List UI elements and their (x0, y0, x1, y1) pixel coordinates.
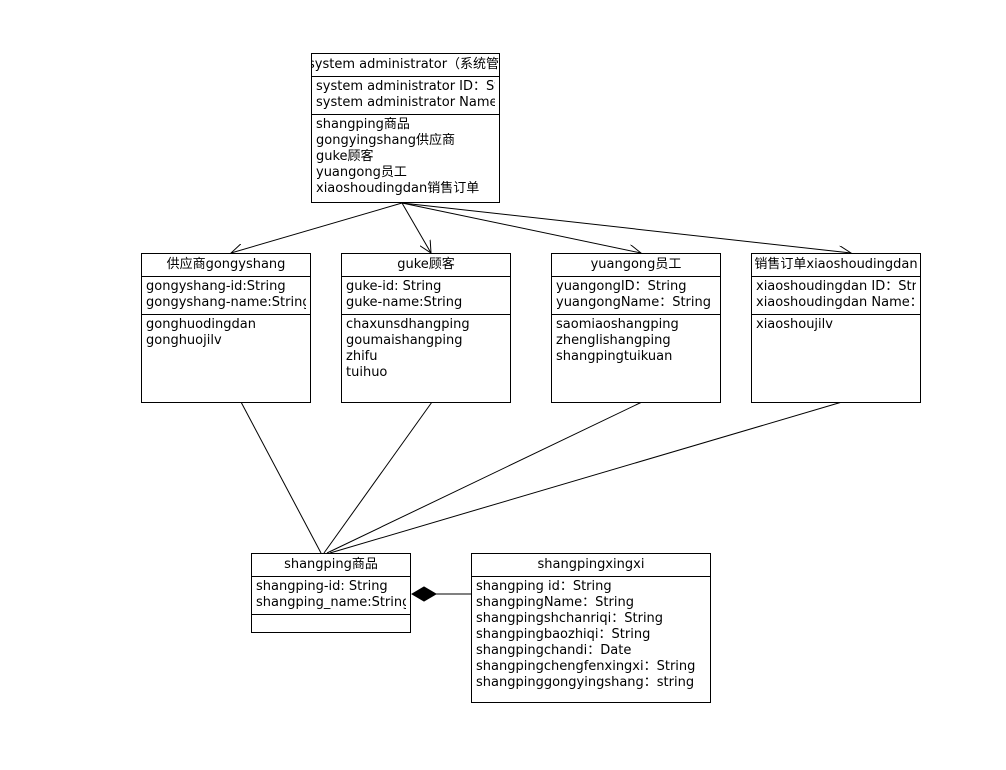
operation-section: chaxunsdhangping goumaishangping zhifu t… (342, 315, 510, 384)
class-product[interactable]: shangping商品 shangping-id: String shangpi… (251, 553, 411, 633)
class-employee[interactable]: yuangong员工 yuangongID：String yuangongNam… (551, 253, 721, 403)
attribute-section: shangping-id: String shangping_name:Stri… (252, 577, 410, 615)
class-product-info[interactable]: shangpingxingxi shangping id：String shan… (471, 553, 711, 703)
class-system-administrator[interactable]: system administrator（系统管理员 system admini… (311, 53, 500, 203)
line-employee-to-product (326, 401, 643, 554)
attribute: shangping_name:String (256, 595, 406, 610)
class-title: system administrator（系统管理员 (312, 54, 499, 77)
operation: gonghuodingdan (146, 317, 256, 332)
class-supplier[interactable]: 供应商gongyshang gongyshang-id:String gongy… (141, 253, 311, 403)
attribute: shangpinggongyingshang：string (476, 675, 695, 690)
attribute: guke-id: String (346, 279, 442, 294)
class-title: yuangong员工 (552, 254, 720, 277)
operation-section: xiaoshoujilv (752, 315, 920, 336)
operation: zhifu (346, 349, 378, 364)
operation: goumaishangping (346, 333, 463, 348)
attribute-section: xiaoshoudingdan ID：String xiaoshoudingda… (752, 277, 920, 315)
arrow-admin-to-supplier (231, 202, 403, 253)
attribute: xiaoshoudingdan ID：String (756, 279, 916, 294)
class-customer[interactable]: guke顾客 guke-id: String guke-name:String … (341, 253, 511, 403)
attribute-section: guke-id: String guke-name:String (342, 277, 510, 315)
line-supplier-to-product (240, 401, 322, 554)
attribute: shangpingchengfenxingxi：String (476, 659, 696, 674)
operation: zhenglishangping (556, 333, 671, 348)
attribute: shangpingbaozhiqi：String (476, 627, 651, 642)
attribute: guke-name:String (346, 295, 463, 310)
attribute-section: yuangongID：String yuangongName：String (552, 277, 720, 315)
attribute: system administrator ID：String (316, 79, 495, 94)
operation: yuangong员工 (316, 165, 407, 180)
attribute-section: shangping id：String shangpingName：String… (472, 577, 710, 694)
arrow-admin-to-customer (401, 202, 431, 253)
operation-section: shangping商品 gongyingshang供应商 guke顾客 yuan… (312, 115, 499, 200)
operation-section (252, 615, 410, 620)
operation: xiaoshoujilv (756, 317, 833, 332)
operation: saomiaoshangping (556, 317, 679, 332)
attribute: gongyshang-name:String (146, 295, 306, 310)
operation: gonghuojilv (146, 333, 222, 348)
class-sales-order[interactable]: 销售订单xiaoshoudingdan xiaoshoudingdan ID：S… (751, 253, 921, 403)
operation: tuihuo (346, 365, 388, 380)
line-order-to-product (329, 401, 843, 554)
line-customer-to-product (323, 401, 433, 554)
composition-diamond (411, 586, 437, 602)
arrow-admin-to-employee (401, 202, 641, 253)
attribute: yuangongName：String (556, 295, 711, 310)
class-title: 供应商gongyshang (142, 254, 310, 277)
class-title: shangpingxingxi (472, 554, 710, 577)
class-title: guke顾客 (342, 254, 510, 277)
operation: shangping商品 (316, 117, 410, 132)
arrow-admin-to-order (401, 202, 851, 253)
operation: shangpingtuikuan (556, 349, 673, 364)
class-title: shangping商品 (252, 554, 410, 577)
attribute-section: system administrator ID：String system ad… (312, 77, 499, 115)
attribute: shangping-id: String (256, 579, 388, 594)
class-title: 销售订单xiaoshoudingdan (752, 254, 920, 277)
attribute: shangpingshchanriqi：String (476, 611, 664, 626)
operation-section: gonghuodingdan gonghuojilv (142, 315, 310, 352)
attribute: shangpingchandi：Date (476, 643, 632, 658)
attribute-section: gongyshang-id:String gongyshang-name:Str… (142, 277, 310, 315)
attribute: gongyshang-id:String (146, 279, 286, 294)
operation: xiaoshoudingdan销售订单 (316, 181, 480, 196)
attribute: yuangongID：String (556, 279, 687, 294)
operation-section: saomiaoshangping zhenglishangping shangp… (552, 315, 720, 368)
operation: gongyingshang供应商 (316, 133, 455, 148)
attribute: system administrator Name：String (316, 95, 495, 110)
attribute: shangpingName：String (476, 595, 634, 610)
operation: chaxunsdhangping (346, 317, 470, 332)
operation: guke顾客 (316, 149, 374, 164)
attribute: xiaoshoudingdan Name：String (756, 295, 916, 310)
attribute: shangping id：String (476, 579, 612, 594)
